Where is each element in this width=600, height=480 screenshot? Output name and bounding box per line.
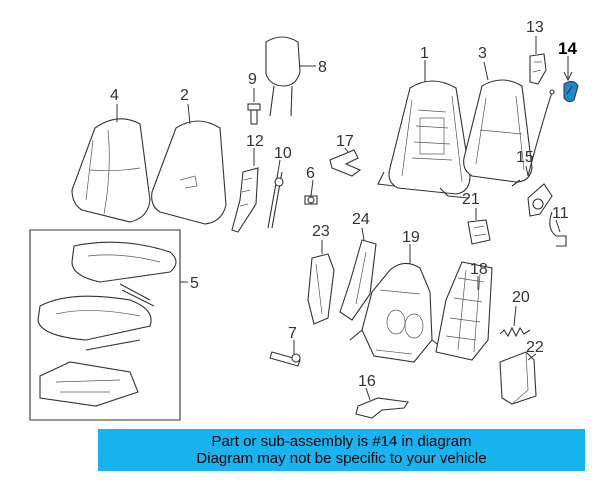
label-part-8: 8 (318, 59, 327, 76)
label-part-1: 1 (420, 45, 429, 62)
label-part-17: 17 (336, 133, 354, 150)
part-13-drawing (529, 36, 547, 85)
part-21-drawing (467, 208, 491, 245)
label-part-3: 3 (478, 45, 487, 62)
label-part-4: 4 (110, 87, 119, 104)
part-24-drawing (339, 227, 377, 321)
label-part-15: 15 (516, 149, 534, 166)
part-20-drawing (499, 305, 531, 338)
part-4-drawing (71, 104, 151, 223)
label-part-9: 9 (248, 71, 257, 88)
banner-line-1: Part or sub-assembly is #14 in diagram (211, 433, 472, 450)
part-1-drawing (377, 60, 471, 199)
part-12-drawing (231, 148, 259, 233)
part-14-drawing (563, 56, 579, 103)
label-part-6: 6 (306, 165, 315, 182)
part-3-drawing (463, 61, 533, 183)
part-5-box (29, 229, 188, 421)
label-part-7: 7 (288, 325, 297, 342)
part-7-drawing (269, 340, 301, 367)
label-part-22: 22 (526, 339, 544, 356)
label-part-5: 5 (190, 275, 199, 292)
part-10-drawing (267, 159, 284, 229)
label-part-13: 13 (526, 19, 544, 36)
seat-parts-diagram: 4 2 9 8 1 3 13 14 12 10 17 6 15 21 11 24… (29, 19, 579, 421)
label-part-19: 19 (402, 229, 420, 246)
label-part-14: 14 (558, 39, 577, 58)
part-16-drawing (355, 387, 409, 419)
part-6-drawing (304, 179, 318, 205)
label-part-2: 2 (180, 87, 189, 104)
part-8-drawing (265, 36, 316, 117)
banner-line-2: Diagram may not be specific to your vehi… (196, 450, 487, 467)
label-part-20: 20 (512, 289, 530, 306)
part-23-drawing (307, 240, 335, 325)
label-part-18: 18 (470, 261, 488, 278)
info-banner: Part or sub-assembly is #14 in diagram D… (98, 429, 585, 471)
part-15-drawing (511, 89, 555, 187)
label-part-23: 23 (312, 223, 330, 240)
part-17-drawing (329, 147, 362, 177)
part-22-drawing (499, 351, 537, 405)
part-2-drawing (151, 103, 227, 225)
part-11-drawing (527, 183, 567, 247)
label-part-11: 11 (552, 205, 569, 222)
label-part-16: 16 (358, 373, 376, 390)
label-part-24: 24 (352, 211, 370, 228)
label-part-21: 21 (462, 191, 480, 208)
part-18-drawing (435, 261, 493, 361)
part-9-drawing (247, 88, 261, 125)
label-part-12: 12 (246, 133, 264, 150)
label-part-10: 10 (274, 145, 292, 162)
